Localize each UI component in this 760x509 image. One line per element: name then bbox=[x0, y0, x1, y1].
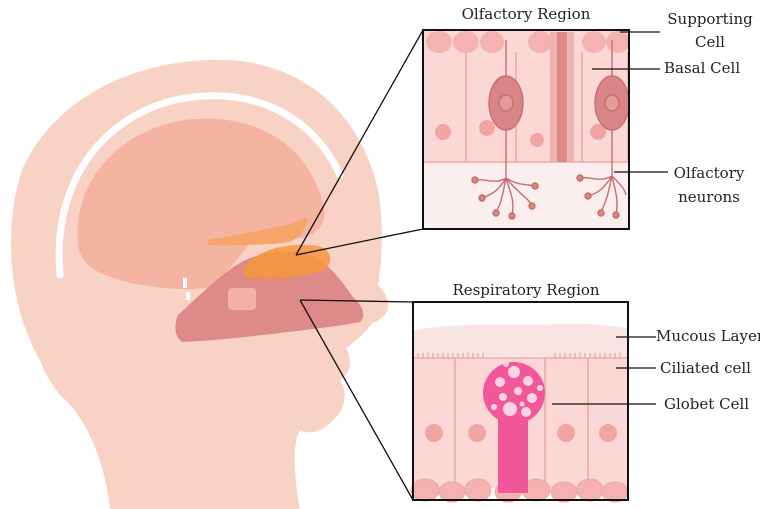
supporting-cell-label-line2: Cell bbox=[695, 33, 725, 51]
respiratory-inset-frame bbox=[412, 301, 629, 501]
olfactory-region-highlight bbox=[243, 244, 331, 279]
respiratory-zoom-line-bottom bbox=[299, 299, 414, 501]
palate-gap-2 bbox=[183, 278, 187, 288]
olfactory-neurons-label-line1: Olfactory bbox=[673, 164, 745, 182]
nasal-cavity bbox=[175, 251, 364, 342]
mucous-layer-label: Mucous Layer bbox=[656, 327, 760, 345]
goblet-cell-stalk bbox=[498, 415, 528, 493]
ciliated-nuclei bbox=[425, 424, 617, 442]
olfactory-neuron-2 bbox=[576, 40, 630, 219]
olfactory-neuron-1 bbox=[471, 40, 539, 220]
ciliated-cell-borders bbox=[414, 357, 627, 488]
cilia bbox=[417, 353, 621, 358]
respiratory-region-title: Respiratory Region bbox=[452, 281, 600, 299]
olfactory-zoom-line-top bbox=[295, 29, 424, 256]
head-illustration bbox=[10, 59, 389, 509]
basal-cell-label: Basal Cell bbox=[664, 59, 741, 77]
goblet-cell bbox=[483, 361, 545, 493]
mucous-layer bbox=[414, 323, 627, 357]
respiratory-zoom-line-top bbox=[299, 299, 414, 303]
olfactory-inset-frame bbox=[422, 29, 630, 230]
skull-outline bbox=[55, 92, 344, 279]
ciliated-cell-label: Ciliated cell bbox=[660, 359, 751, 377]
olfactory-neurons-label-line2: neurons bbox=[678, 188, 740, 206]
mucin-vesicles bbox=[491, 361, 543, 417]
leader-lines bbox=[552, 31, 668, 405]
olfactory-lamina bbox=[424, 162, 628, 228]
brain bbox=[77, 118, 325, 290]
nasal-passage-pale bbox=[228, 288, 256, 310]
palate-gap bbox=[186, 292, 190, 300]
supporting-column-core bbox=[557, 32, 567, 162]
olfactory-region-title: Olfactory Region bbox=[461, 5, 591, 23]
olfactory-zoom-line-bottom bbox=[295, 228, 424, 256]
globet-cell-label: Globet Cell bbox=[664, 395, 750, 413]
supporting-cell-label-line1: Supporting bbox=[667, 10, 753, 28]
olfactory-inset bbox=[422, 29, 630, 230]
respiratory-inset bbox=[410, 301, 629, 503]
basal-nuclei bbox=[435, 120, 606, 147]
zoom-lines bbox=[295, 29, 424, 501]
olfactory-bulb bbox=[208, 218, 308, 246]
